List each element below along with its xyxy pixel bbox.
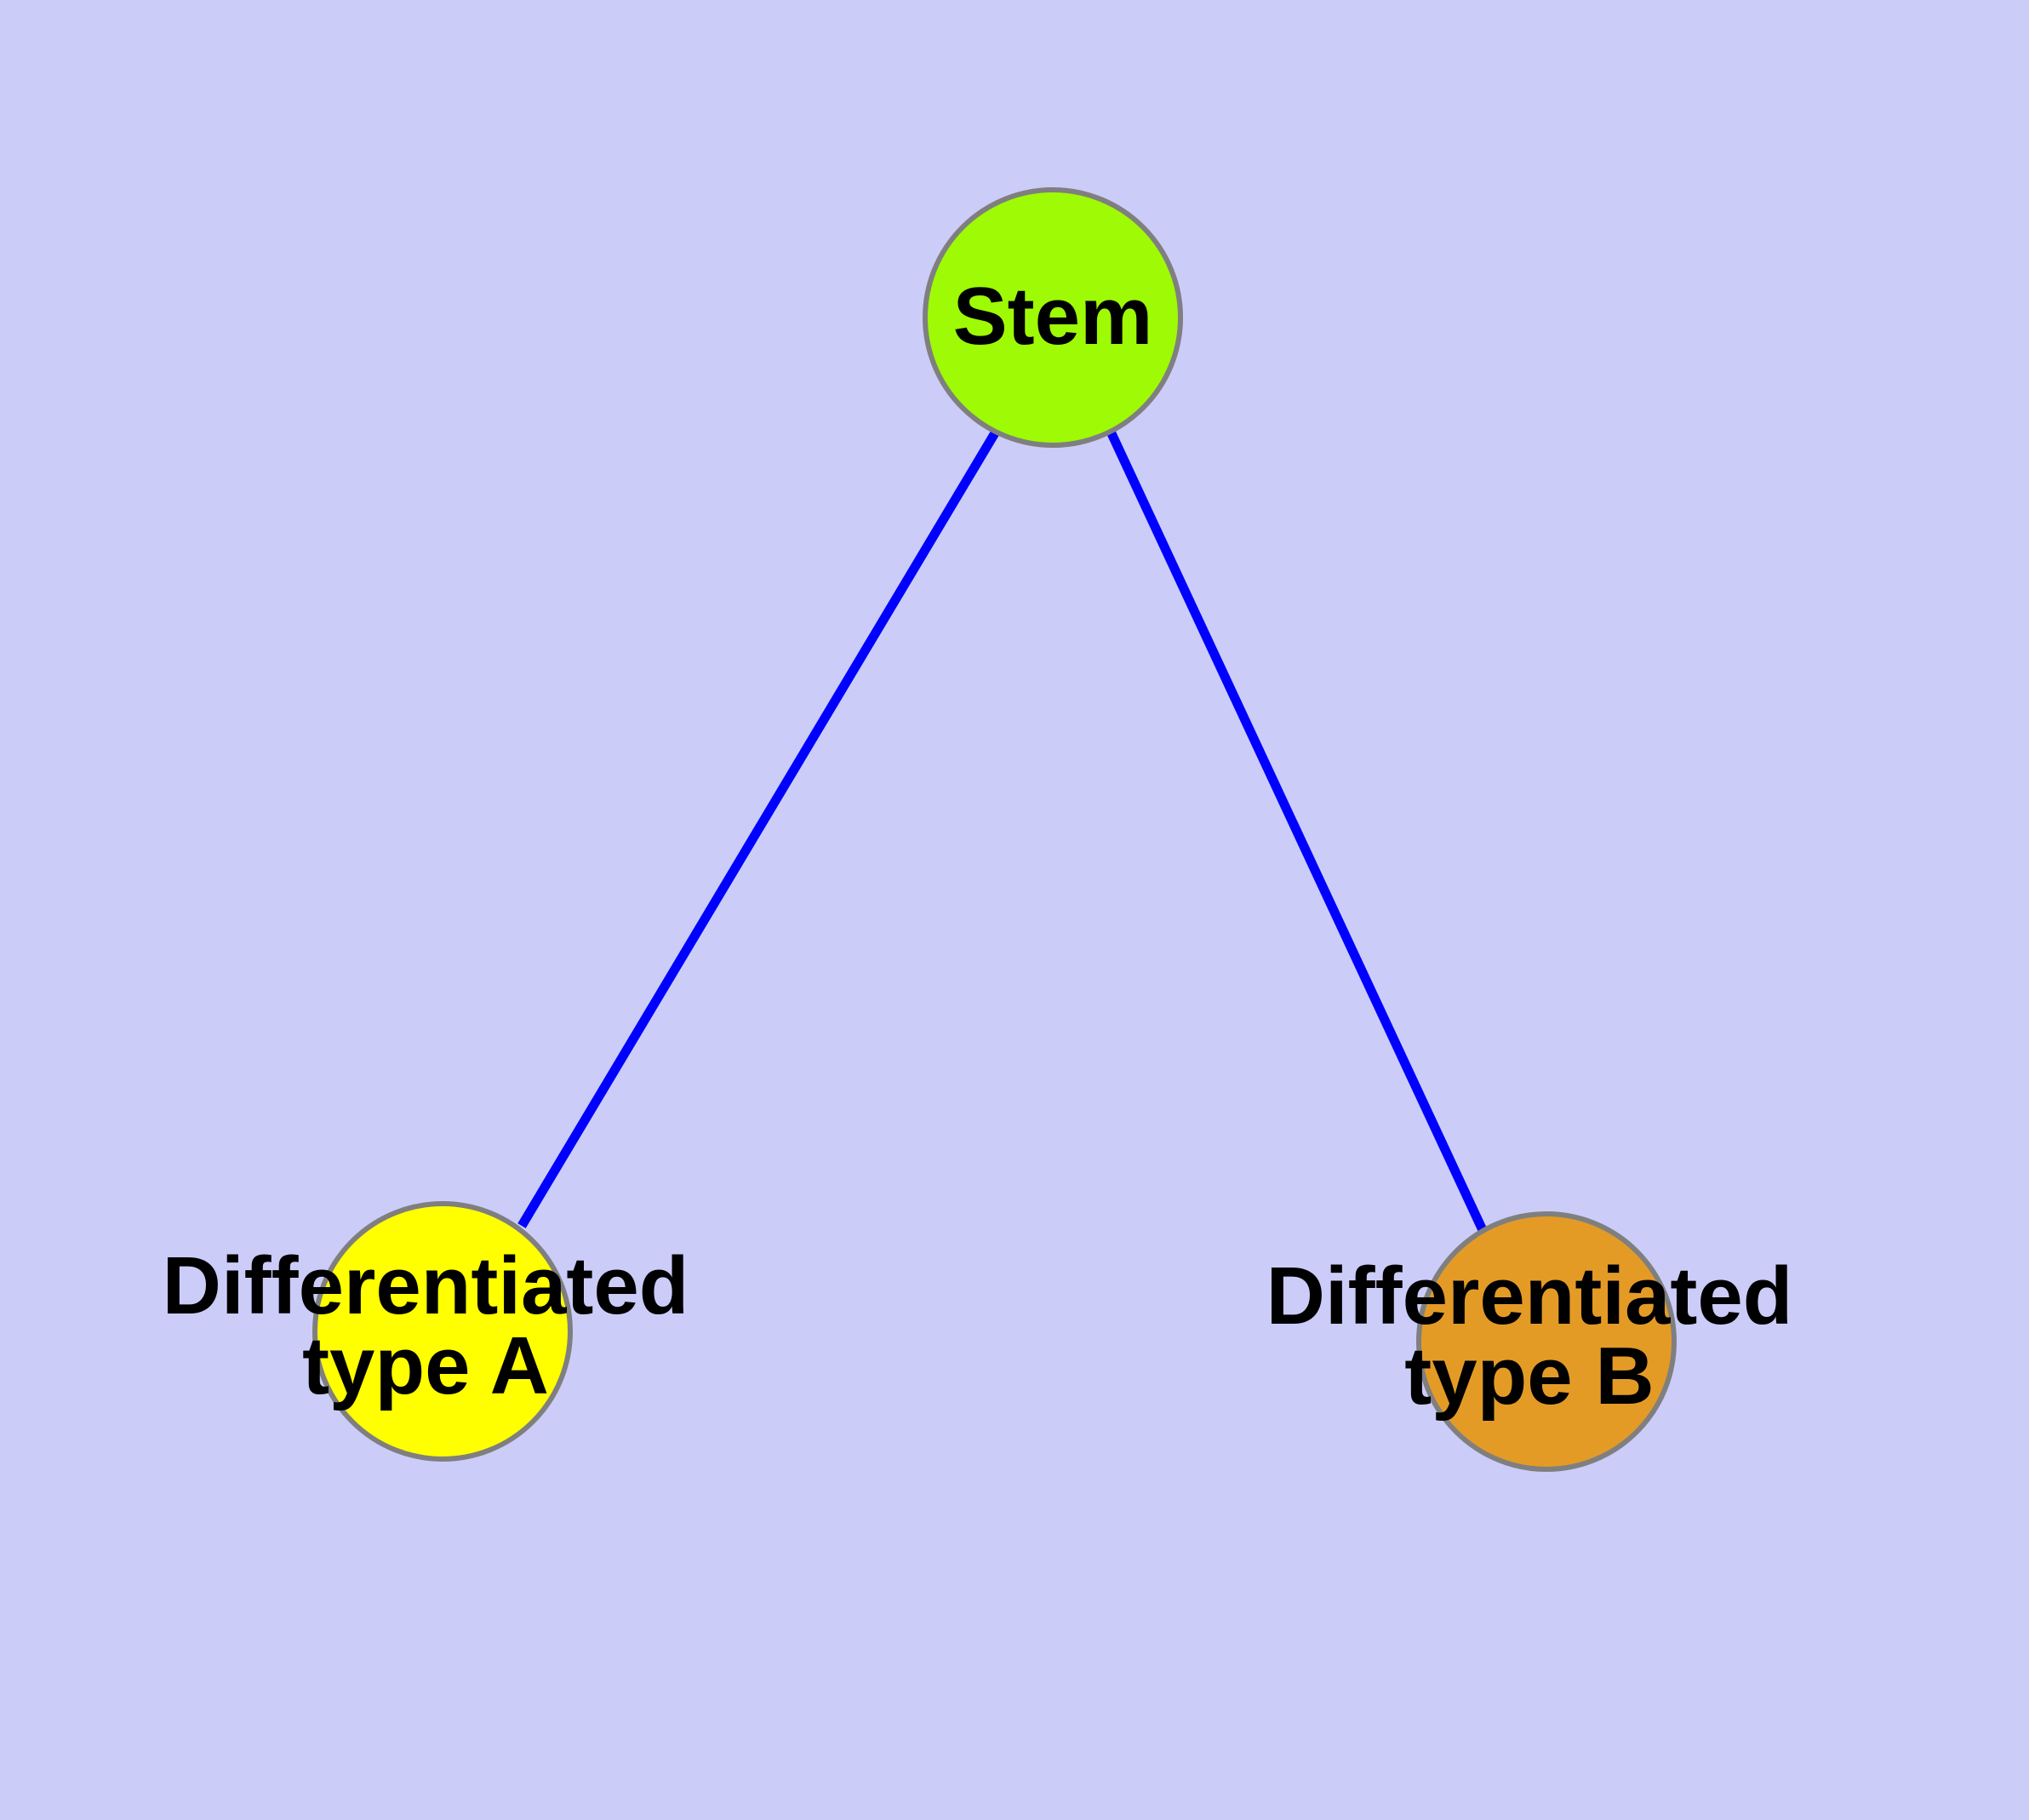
nodes-group — [312, 187, 1677, 1472]
edges-group — [517, 429, 1487, 1233]
edge-stem-to-diff-a[interactable] — [517, 429, 1000, 1228]
node-label-stem: Stem — [953, 271, 1153, 362]
node-label-line: Differentiated — [163, 1240, 689, 1331]
edge-stem-to-diff-b[interactable] — [1106, 429, 1487, 1233]
node-label-line: Differentiated — [1266, 1251, 1793, 1342]
node-label-line: type B — [1404, 1331, 1654, 1422]
node-diff_a[interactable] — [312, 1201, 573, 1462]
node-label-line: type A — [302, 1320, 549, 1411]
node-label-line: Stem — [953, 271, 1153, 362]
node-diff_b[interactable] — [1416, 1211, 1677, 1472]
node-stem[interactable] — [923, 187, 1183, 448]
